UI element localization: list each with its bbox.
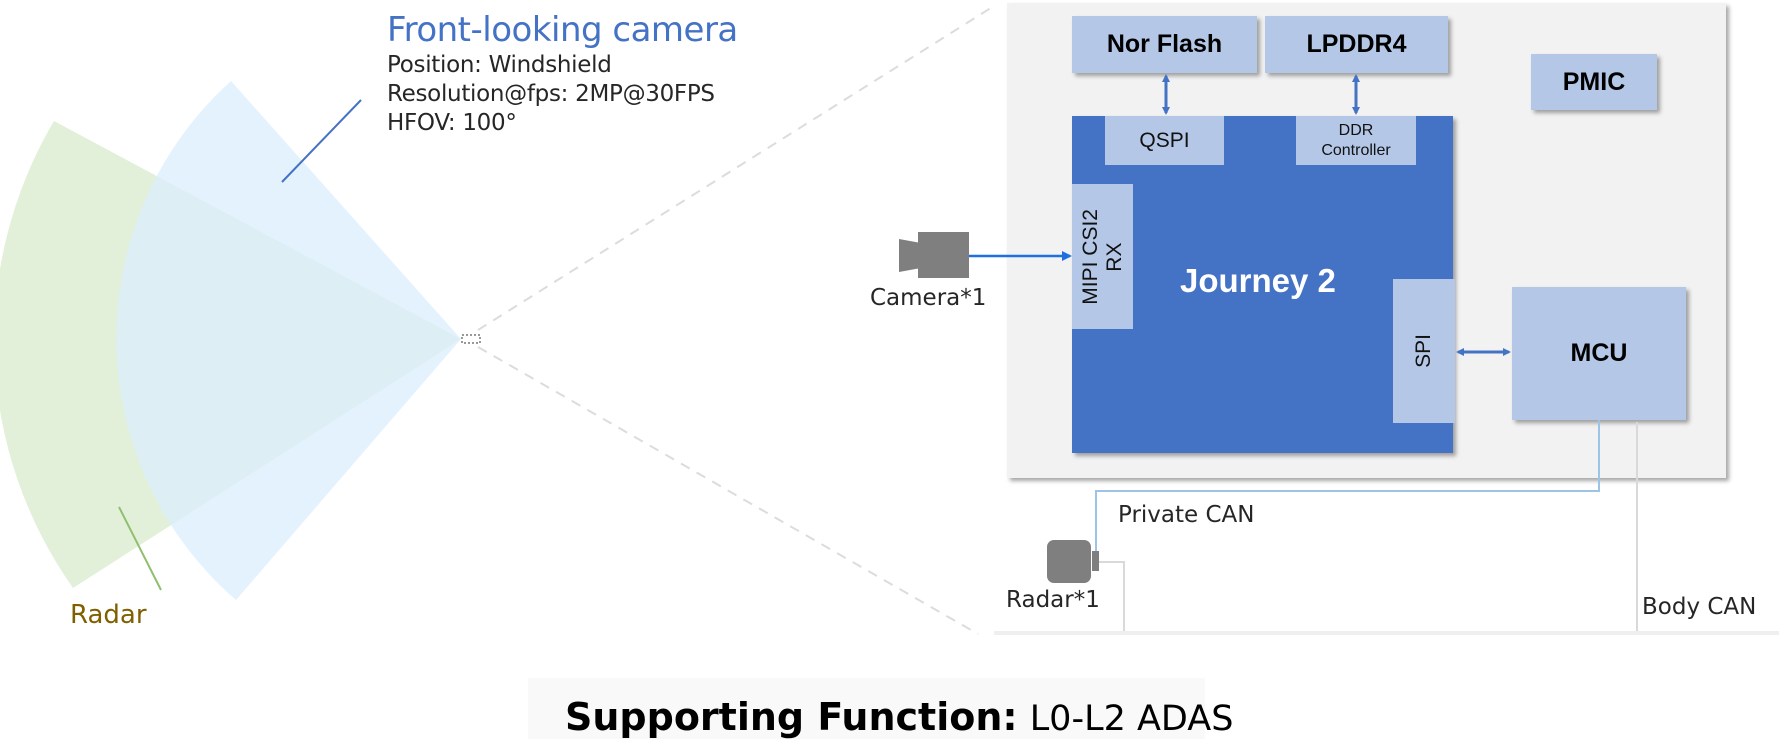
camera-device-icon [899, 232, 969, 278]
radar-leader-line [118, 506, 162, 591]
camera-leader-line [281, 99, 362, 183]
camera-resolution: Resolution@fps: 2MP@30FPS [387, 81, 715, 107]
camera-fov-sector [116, 81, 461, 600]
lpddr4-block: LPDDR4 [1265, 16, 1448, 73]
private-can-line [1095, 420, 1600, 552]
supporting-function-prefix: Supporting Function: [565, 695, 1018, 739]
camera-title: Front-looking camera [387, 10, 738, 50]
radar-bus-line [1099, 561, 1125, 634]
ddr-controller-interface: DDR Controller [1296, 116, 1416, 165]
supporting-function-banner [528, 678, 1205, 739]
spi-interface: SPI [1393, 279, 1455, 423]
camera-hfov: HFOV: 100° [387, 110, 517, 136]
radar-device-label: Radar*1 [1006, 587, 1100, 613]
camera-device-label: Camera*1 [870, 285, 987, 311]
private-can-label: Private CAN [1118, 502, 1255, 528]
camera-position: Position: Windshield [387, 52, 612, 78]
supporting-function-value: L0-L2 ADAS [1029, 699, 1234, 739]
mcu-block: MCU [1512, 287, 1686, 420]
vehicle-marker-icon [461, 334, 481, 344]
mcu-label: MCU [1570, 339, 1628, 367]
journey2-soc-block [1072, 116, 1453, 453]
body-can-label: Body CAN [1642, 594, 1757, 620]
radar-device-icon [1047, 540, 1099, 583]
lpddr4-label: LPDDR4 [1306, 30, 1407, 58]
qspi-label: QSPI [1139, 128, 1190, 152]
supporting-function-text: Supporting Function: L0-L2 ADAS [565, 695, 1233, 739]
qspi-interface: QSPI [1105, 116, 1224, 165]
radar-fov-label: Radar [70, 600, 147, 630]
pmic-block: PMIC [1531, 54, 1657, 110]
pmic-label: PMIC [1562, 67, 1626, 96]
nor-flash-label: Nor Flash [1106, 30, 1223, 58]
ddr-label-line1: DDR [1338, 121, 1374, 139]
zoom-dashed-line-bottom [477, 346, 979, 635]
mipi-csi2-rx-interface: MIPI CSI2 RX [1072, 184, 1133, 329]
soc-label: Journey 2 [1180, 262, 1336, 299]
vehicle-bus-bar [994, 631, 1779, 635]
nor-flash-block: Nor Flash [1072, 16, 1257, 73]
ddr-label-line2: Controller [1321, 141, 1391, 159]
zoom-dashed-line-top [477, 5, 995, 331]
